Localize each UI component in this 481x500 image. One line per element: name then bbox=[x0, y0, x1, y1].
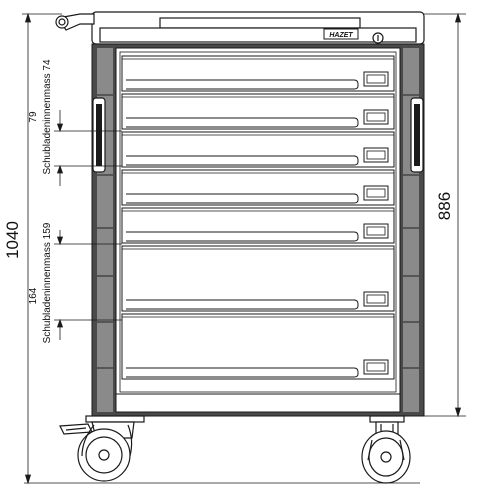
drawer-label-slot bbox=[366, 150, 386, 160]
castor-left bbox=[59, 415, 145, 482]
drawer-label-holder bbox=[363, 223, 389, 239]
drawer-label-holder bbox=[363, 147, 389, 163]
small-drawer-inner-label: Schubladeninnenmass 74 bbox=[42, 59, 53, 175]
drawer-6 bbox=[121, 245, 395, 312]
lock-icon bbox=[372, 32, 384, 44]
drawer-front bbox=[121, 245, 395, 312]
large-drawer-height-label: 164 bbox=[28, 287, 39, 304]
drawer-label-slot bbox=[366, 74, 386, 84]
drawer-5 bbox=[121, 207, 395, 244]
drawer-label-holder bbox=[363, 359, 389, 375]
drawer-label-holder bbox=[363, 185, 389, 201]
drawer-front bbox=[121, 55, 395, 92]
drawer-front bbox=[121, 93, 395, 130]
drawer-label-slot bbox=[366, 112, 386, 122]
drawer-front bbox=[121, 207, 395, 244]
drawer-label-holder bbox=[363, 71, 389, 87]
side-panel-segments bbox=[97, 94, 419, 369]
drawer-label-slot bbox=[366, 226, 386, 236]
drawer-label-slot bbox=[366, 362, 386, 372]
large-drawer-inner-label: Schubladeninnenmass 159 bbox=[42, 222, 53, 343]
drawer-3 bbox=[121, 131, 395, 168]
castor-right bbox=[361, 415, 411, 484]
drawer-1 bbox=[121, 55, 395, 92]
drawer-handle-groove bbox=[126, 299, 359, 310]
dimension-overall-height bbox=[22, 12, 62, 485]
drawer-7 bbox=[121, 313, 395, 380]
dimension-body-height bbox=[404, 12, 466, 418]
drawer-front bbox=[121, 313, 395, 380]
drawer-handle-groove bbox=[126, 193, 359, 204]
brand-badge-text: HAZET bbox=[329, 32, 353, 39]
body-height-label: 886 bbox=[435, 192, 454, 220]
drawer-handle-groove bbox=[126, 79, 359, 90]
small-drawer-height-label: 79 bbox=[28, 111, 39, 123]
side-grip-left bbox=[92, 97, 106, 173]
drawer-stack bbox=[121, 55, 395, 380]
overall-height-label: 1040 bbox=[3, 221, 22, 259]
drawer-handle-groove bbox=[126, 117, 359, 128]
dimension-large-drawer bbox=[54, 230, 122, 340]
brand-badge: HAZET bbox=[323, 28, 359, 40]
drawer-handle-groove bbox=[126, 155, 359, 166]
drawer-front bbox=[121, 131, 395, 168]
drawer-2 bbox=[121, 93, 395, 130]
drawer-label-holder bbox=[363, 109, 389, 125]
dimension-small-drawer bbox=[54, 110, 122, 186]
drawer-label-slot bbox=[366, 294, 386, 304]
drawer-4 bbox=[121, 169, 395, 206]
drawer-label-holder bbox=[363, 291, 389, 307]
drawer-handle-groove bbox=[126, 231, 359, 242]
drawer-handle-groove bbox=[126, 367, 359, 378]
drawer-front bbox=[121, 169, 395, 206]
side-handle-left bbox=[55, 13, 95, 31]
side-grip-right bbox=[410, 97, 424, 173]
drawer-label-slot bbox=[366, 188, 386, 198]
